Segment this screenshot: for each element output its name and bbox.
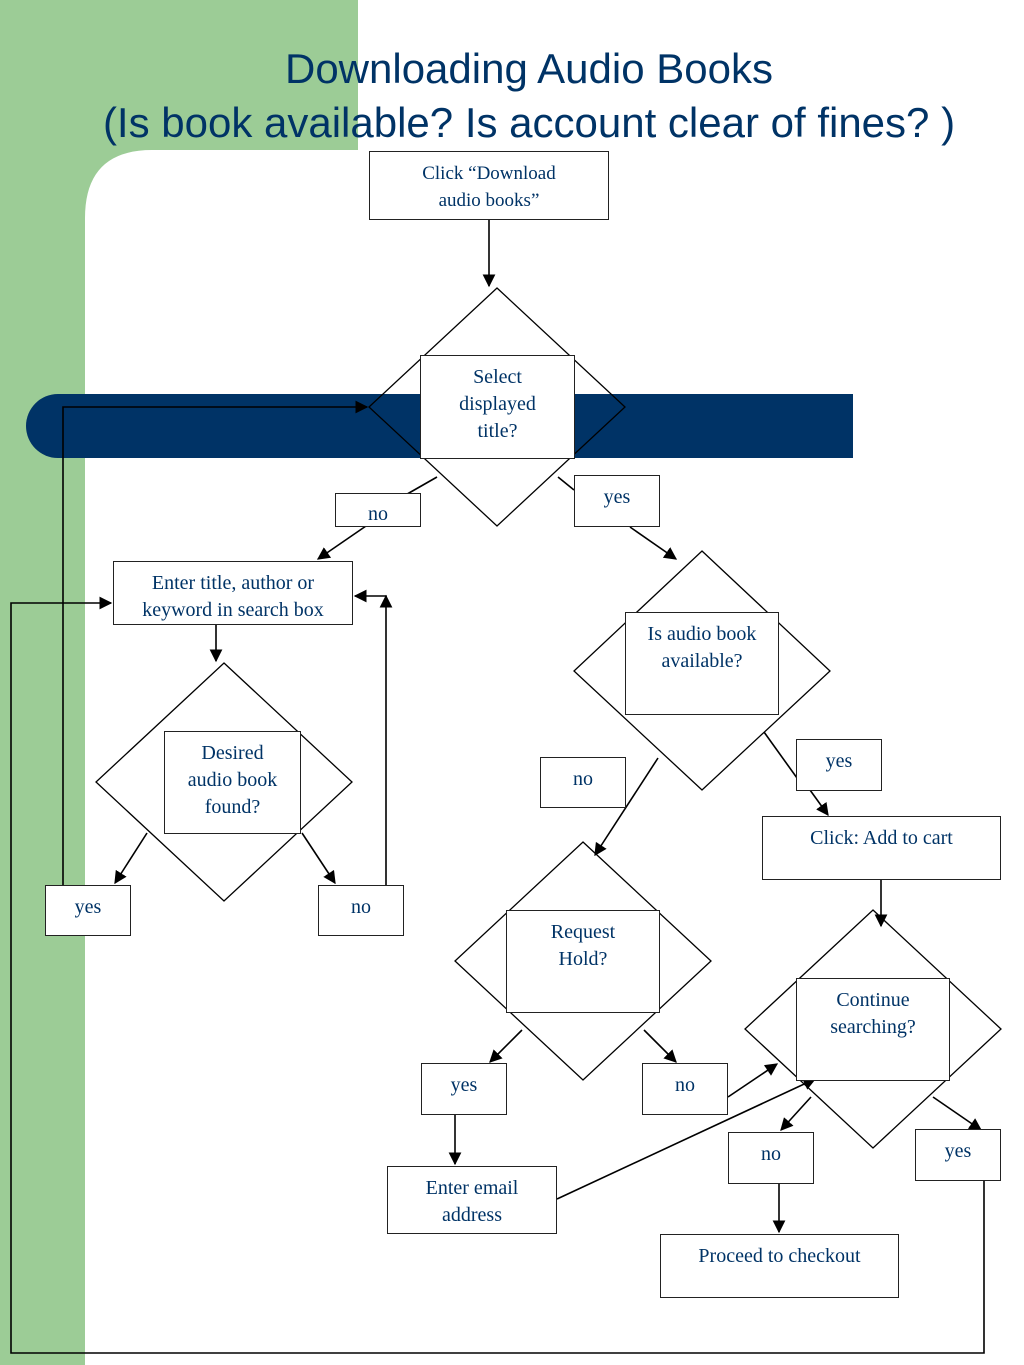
node-start-label: Click “Download audio books” [422, 163, 556, 211]
node-continue-searching-label: Continue searching? [830, 989, 916, 1038]
edge-available-to-yes [763, 731, 798, 779]
edge-label-available-no-text: no [573, 768, 593, 790]
edge-label-found-no-text: no [351, 896, 371, 918]
edge-hold-to-no [643, 1029, 677, 1063]
edge-label-select-no-text: no [368, 503, 388, 525]
node-request-hold: Request Hold? [506, 910, 660, 1013]
node-desired-found-label: Desired audio book found? [187, 742, 278, 818]
edge-label-continue-yes: yes [915, 1129, 1001, 1181]
edge-label-found-yes: yes [45, 885, 131, 936]
edge-label-hold-no: no [642, 1063, 728, 1115]
node-search-label: Enter title, author or keyword in search… [142, 572, 324, 621]
edge-label-available-no: no [540, 757, 626, 808]
edge-no-to-search [316, 525, 367, 560]
node-continue-searching: Continue searching? [796, 978, 950, 1081]
edge-label-hold-no-text: no [675, 1074, 695, 1096]
node-available-label: Is audio book available? [647, 623, 757, 672]
node-select-title-label: Select displayed title? [459, 366, 536, 442]
node-add-cart: Click: Add to cart [762, 816, 1001, 880]
edge-yes-to-cart [809, 789, 829, 817]
node-checkout: Proceed to checkout [660, 1234, 899, 1298]
node-checkout-label: Proceed to checkout [698, 1245, 861, 1267]
slide-title-line-1: Downloading Audio Books [284, 45, 773, 92]
node-desired-found: Desired audio book found? [164, 731, 301, 834]
node-available: Is audio book available? [625, 612, 779, 715]
slide-title: Downloading Audio Books (Is book availab… [0, 42, 1024, 150]
edge-available-to-no [594, 757, 659, 857]
edge-label-select-yes-text: yes [603, 486, 631, 508]
diamond-select-title [368, 287, 626, 527]
edge-yes-to-available [629, 526, 678, 560]
edge-label-found-yes-text: yes [74, 896, 102, 918]
node-email: Enter email address [387, 1166, 557, 1234]
node-start: Click “Download audio books” [369, 151, 609, 220]
node-search: Enter title, author or keyword in search… [113, 561, 353, 625]
edge-hold-no-to-continue [727, 1063, 779, 1098]
edge-email-to-continue [556, 1078, 817, 1200]
node-select-title: Select displayed title? [420, 355, 575, 459]
edge-label-continue-no: no [728, 1132, 814, 1184]
edge-label-select-no: no [335, 493, 421, 527]
edge-no-loop-to-search [353, 589, 387, 885]
edge-label-available-yes: yes [796, 739, 882, 791]
edge-label-continue-yes-text: yes [944, 1140, 972, 1162]
edge-found-to-yes [114, 832, 148, 885]
edge-label-continue-no-text: no [761, 1143, 781, 1165]
node-add-cart-label: Click: Add to cart [810, 827, 953, 849]
edge-label-available-yes-text: yes [825, 750, 853, 772]
edge-label-found-no: no [318, 885, 404, 936]
edge-yes-loop-to-search [10, 596, 985, 1354]
edge-label-select-yes: yes [574, 475, 660, 527]
edge-label-hold-yes: yes [421, 1063, 507, 1115]
slide-title-line-2: (Is book available? Is account clear of … [102, 99, 956, 146]
edge-continue-to-no [780, 1096, 812, 1131]
node-email-label: Enter email address [425, 1177, 519, 1226]
edge-label-hold-yes-text: yes [450, 1074, 478, 1096]
node-request-hold-label: Request Hold? [550, 921, 616, 970]
edge-hold-to-yes [489, 1029, 523, 1063]
edge-yes-loop-to-select [62, 400, 369, 885]
edge-found-to-no [301, 832, 336, 885]
edge-select-to-yes [557, 476, 575, 491]
blue-accent-bar-end [800, 394, 853, 458]
edge-continue-to-yes [932, 1096, 983, 1131]
